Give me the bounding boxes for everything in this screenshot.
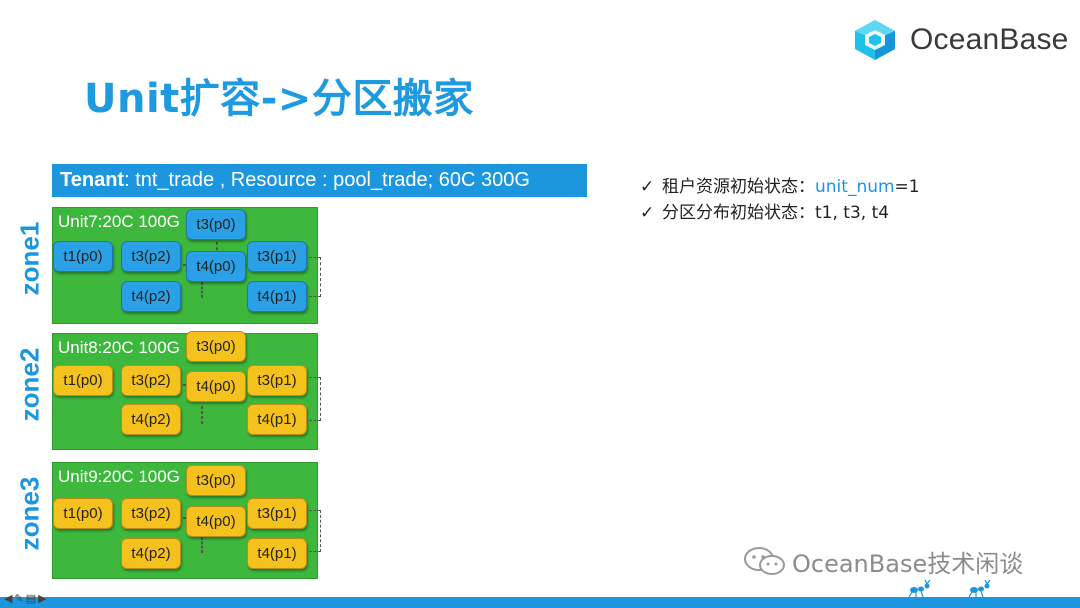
wechat-icon [744, 546, 785, 575]
tenant-label: Tenant [60, 169, 125, 191]
ant-icon [908, 579, 931, 598]
prev-slide-icon[interactable]: ◀ [4, 592, 13, 605]
partition-chip: t3(p0) [186, 465, 246, 496]
tenant-bar: Tenant: tnt_trade , Resource : pool_trad… [52, 164, 587, 197]
ant-icon [968, 579, 991, 598]
connector-line [309, 377, 321, 421]
partition-chip: t3(p1) [247, 498, 307, 529]
unit-title: Unit7:20C 100G [58, 212, 180, 231]
partition-chip: t4(p2) [121, 404, 181, 435]
note-key: unit_num [815, 177, 895, 197]
unit-box: Unit9:20C 100G t1(p0) t3(p2) t3(p0) t4(p… [52, 462, 321, 579]
page-title: Unit扩容->分区搬家 [84, 76, 474, 122]
partition-chip: t4(p1) [247, 538, 307, 569]
oceanbase-logo: OceanBase [852, 18, 1072, 62]
footer-bar [0, 597, 1080, 608]
partition-chip: t1(p0) [53, 365, 113, 396]
pen-icon[interactable]: ✎ [14, 592, 24, 605]
partition-chip: t4(p2) [121, 538, 181, 569]
brand-name: OceanBase [910, 23, 1069, 56]
partition-chip: t4(p1) [247, 404, 307, 435]
partition-chip: t4(p1) [247, 281, 307, 312]
tenant-details: : tnt_trade , Resource : pool_trade; 60C… [124, 169, 530, 191]
zone-label: zone2 [14, 347, 45, 422]
check-icon: ✓ [640, 203, 655, 223]
partition-chip: t3(p1) [247, 365, 307, 396]
zone-label: zone3 [14, 476, 45, 551]
partition-chip: t4(p0) [186, 506, 246, 537]
note-value: =1 [894, 177, 920, 197]
unit-title: Unit8:20C 100G [58, 338, 180, 357]
menu-icon[interactable]: ▤ [25, 592, 37, 605]
next-slide-icon[interactable]: ▶ [38, 592, 47, 605]
partition-chip: t4(p2) [121, 281, 181, 312]
watermark-text: OceanBase技术闲谈 [792, 550, 1024, 578]
zone-label: zone1 [14, 221, 45, 296]
check-icon: ✓ [640, 177, 655, 197]
connector-line [201, 282, 203, 298]
note-text: 分区分布初始状态：t1, t3, t4 [662, 203, 890, 223]
partition-chip: t3(p1) [247, 241, 307, 272]
connector-line [309, 257, 321, 297]
partition-chip: t3(p0) [186, 209, 246, 240]
connector-line [309, 510, 321, 552]
note-row: ✓ 分区分布初始状态：t1, t3, t4 [640, 200, 920, 226]
partition-chip: t4(p0) [186, 371, 246, 402]
oceanbase-cube-icon [855, 20, 895, 60]
slide-nav: ◀ ✎ ▤ ▶ [4, 592, 47, 605]
partition-chip: t3(p2) [121, 365, 181, 396]
unit-box: Unit7:20C 100G t1(p0) t3(p2) t3(p0) t4(p… [52, 207, 321, 324]
connector-line [201, 537, 203, 553]
connector-line [201, 406, 203, 424]
partition-chip: t3(p2) [121, 498, 181, 529]
partition-chip: t1(p0) [53, 498, 113, 529]
unit-box: Unit8:20C 100G t1(p0) t3(p2) t3(p0) t4(p… [52, 331, 321, 450]
partition-chip: t1(p0) [53, 241, 113, 272]
watermark: OceanBase技术闲谈 [742, 544, 1023, 579]
partition-chip: t3(p0) [186, 331, 246, 362]
partition-chip: t3(p2) [121, 241, 181, 272]
unit-title: Unit9:20C 100G [58, 467, 180, 486]
note-row: ✓ 租户资源初始状态： unit_num =1 [640, 174, 920, 200]
status-notes: ✓ 租户资源初始状态： unit_num =1 ✓ 分区分布初始状态：t1, t… [640, 174, 920, 226]
note-label: 租户资源初始状态： [662, 177, 815, 197]
partition-chip: t4(p0) [186, 251, 246, 282]
